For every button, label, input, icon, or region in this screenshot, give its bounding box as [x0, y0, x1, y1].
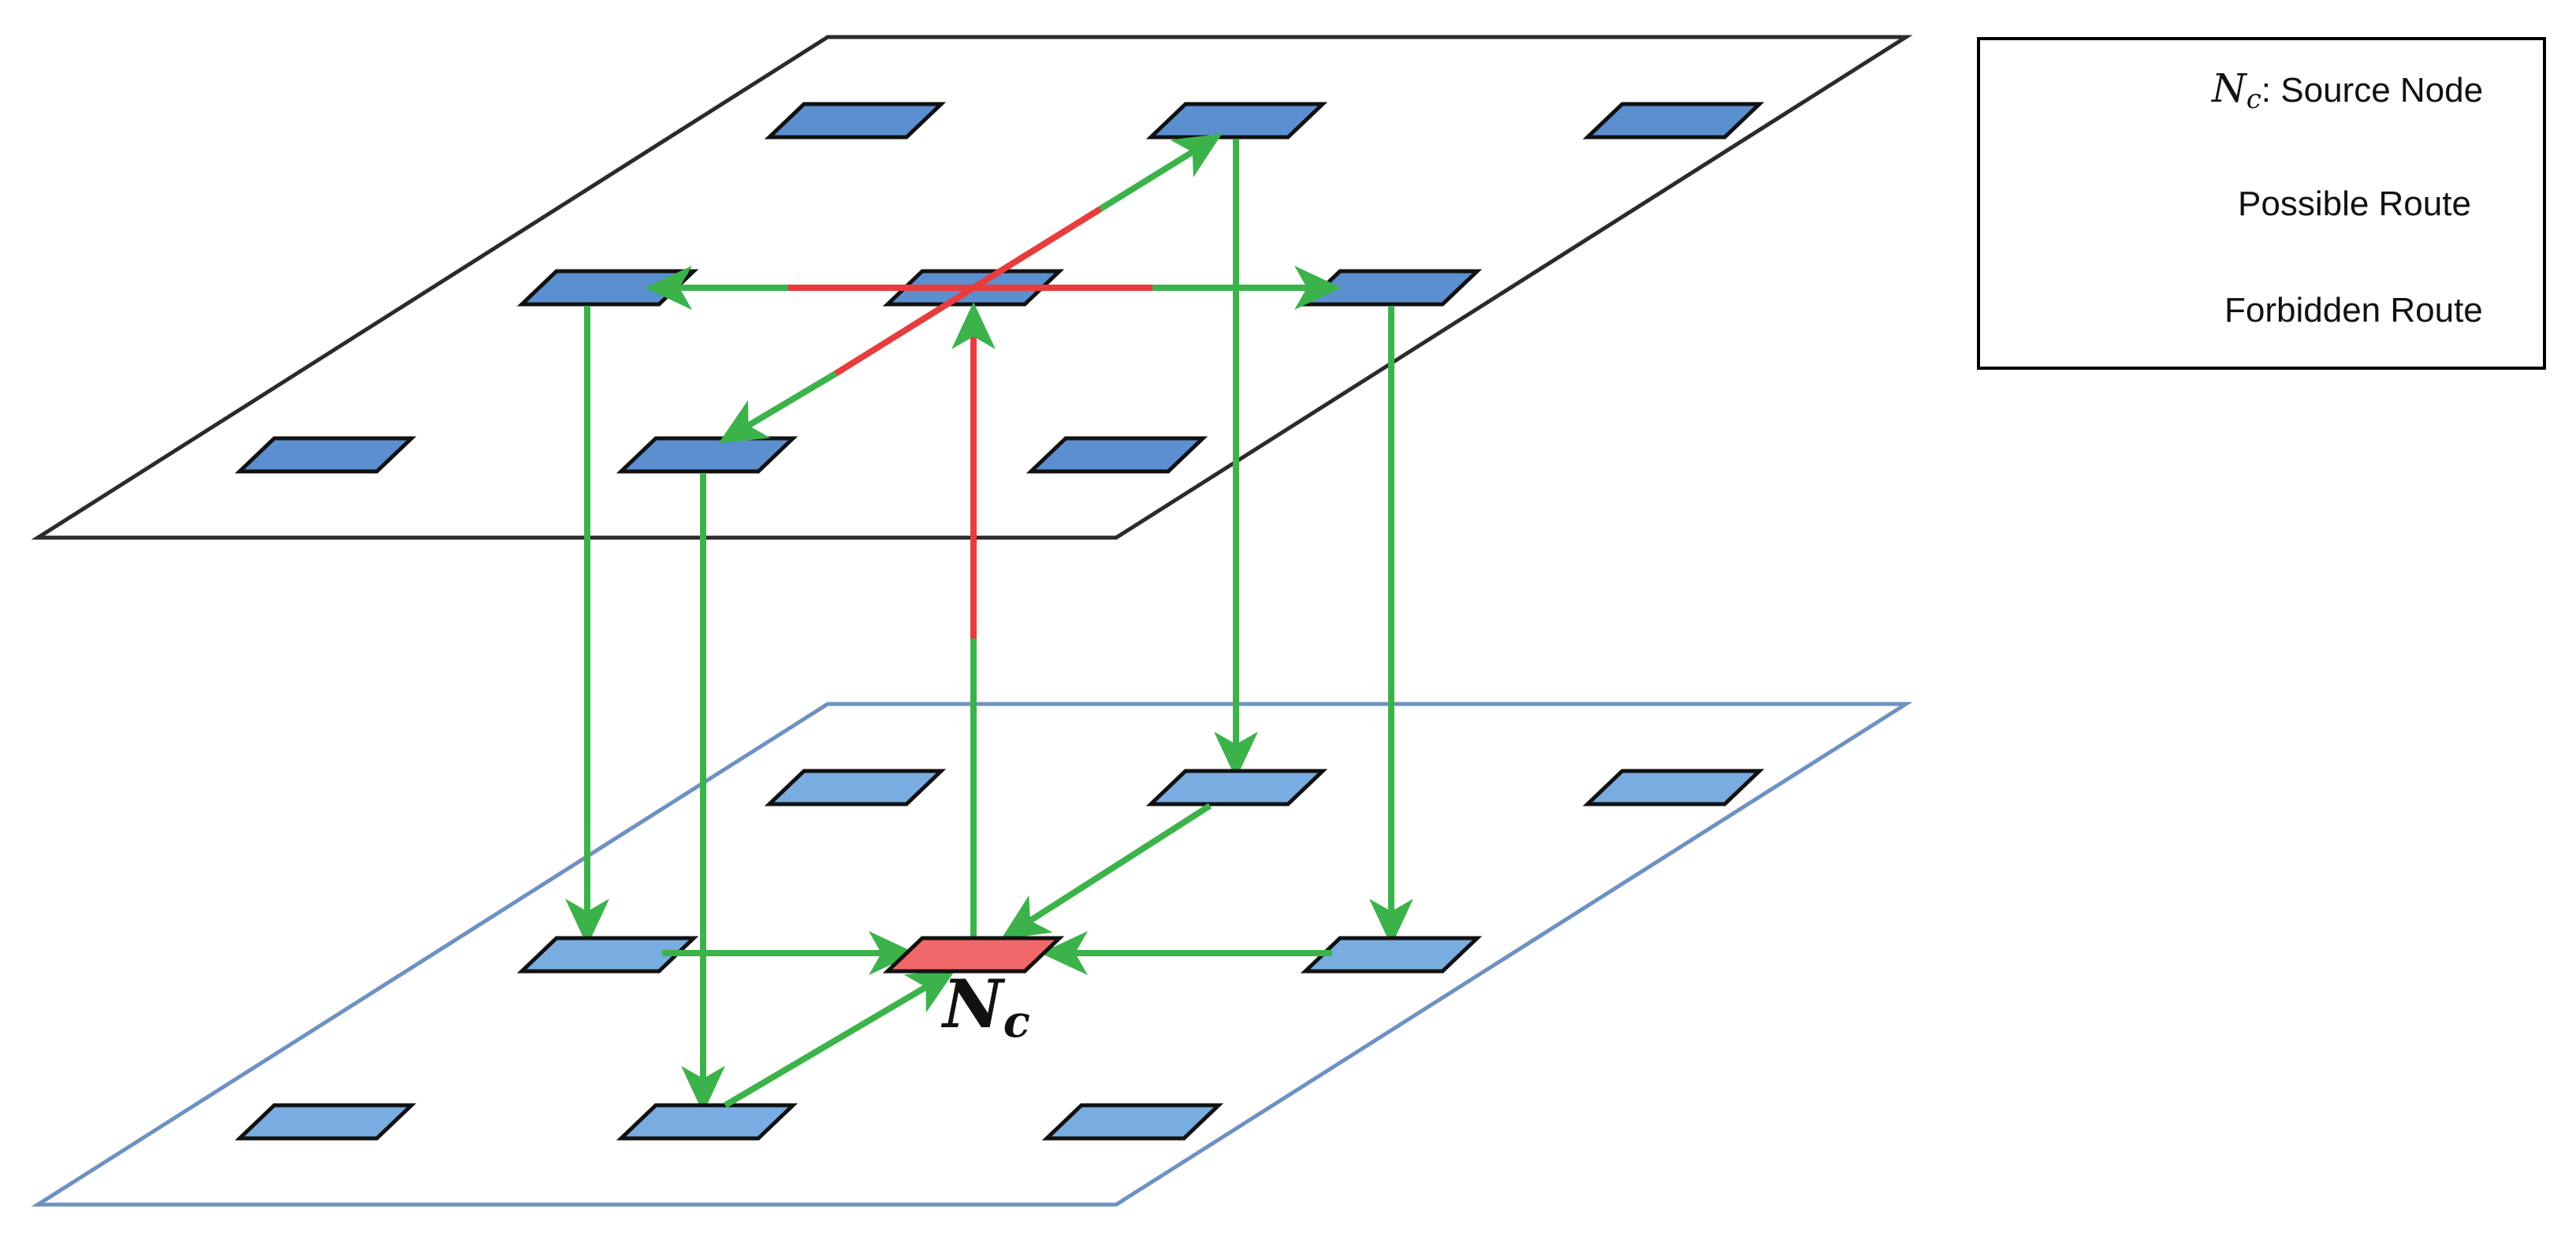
node-top-front-right — [1026, 436, 1208, 474]
source-node — [882, 936, 1065, 974]
bottom-plane-routes — [662, 803, 1332, 1108]
node-top-back-left — [764, 102, 947, 140]
node-bottom-front-left — [234, 1103, 417, 1141]
legend: Nc: Source Node Possible Route Forbidden… — [1977, 37, 2546, 370]
legend-source-text: : Source Node — [2261, 71, 2484, 110]
legend-possible-route-label: Possible Route — [2238, 184, 2471, 223]
legend-forbidden-route-label: Forbidden Route — [2224, 291, 2483, 330]
top-plane-routes — [645, 133, 1342, 444]
legend-source-node-label: Nc: Source Node — [2212, 65, 2483, 115]
route-top-back-forbidden — [971, 206, 1103, 291]
node-top-front-left — [234, 436, 417, 474]
route-top-front-possible — [718, 371, 838, 444]
node-bottom-front-center — [616, 1103, 798, 1141]
node-bottom-back-right — [1582, 769, 1765, 806]
vertical-routes — [565, 139, 1413, 1113]
route-top-front-forbidden — [833, 285, 976, 377]
node-bottom-front-right — [1041, 1103, 1224, 1141]
legend-source-symbol: Nc — [2212, 65, 2261, 115]
node-bottom-mid-right — [1300, 936, 1483, 974]
route-bottom-from-front — [723, 969, 956, 1108]
route-top-back-possible — [1098, 133, 1223, 212]
node-bottom-mid-left — [516, 936, 699, 974]
node-bottom-back-left — [764, 769, 947, 806]
source-node-label: Nc — [943, 971, 1030, 1045]
source-node-subscript: c — [1003, 996, 1030, 1048]
node-bottom-back-center — [1145, 769, 1328, 806]
node-top-back-center — [1145, 102, 1328, 140]
legend-source-symbol-subscript: c — [2246, 84, 2261, 115]
route-bottom-from-back — [1000, 803, 1212, 940]
node-top-back-right — [1582, 102, 1765, 140]
source-node-symbol: N — [943, 965, 1003, 1043]
legend-source-symbol-letter: N — [2212, 65, 2247, 111]
bottom-plane-nodes — [234, 769, 1765, 1141]
